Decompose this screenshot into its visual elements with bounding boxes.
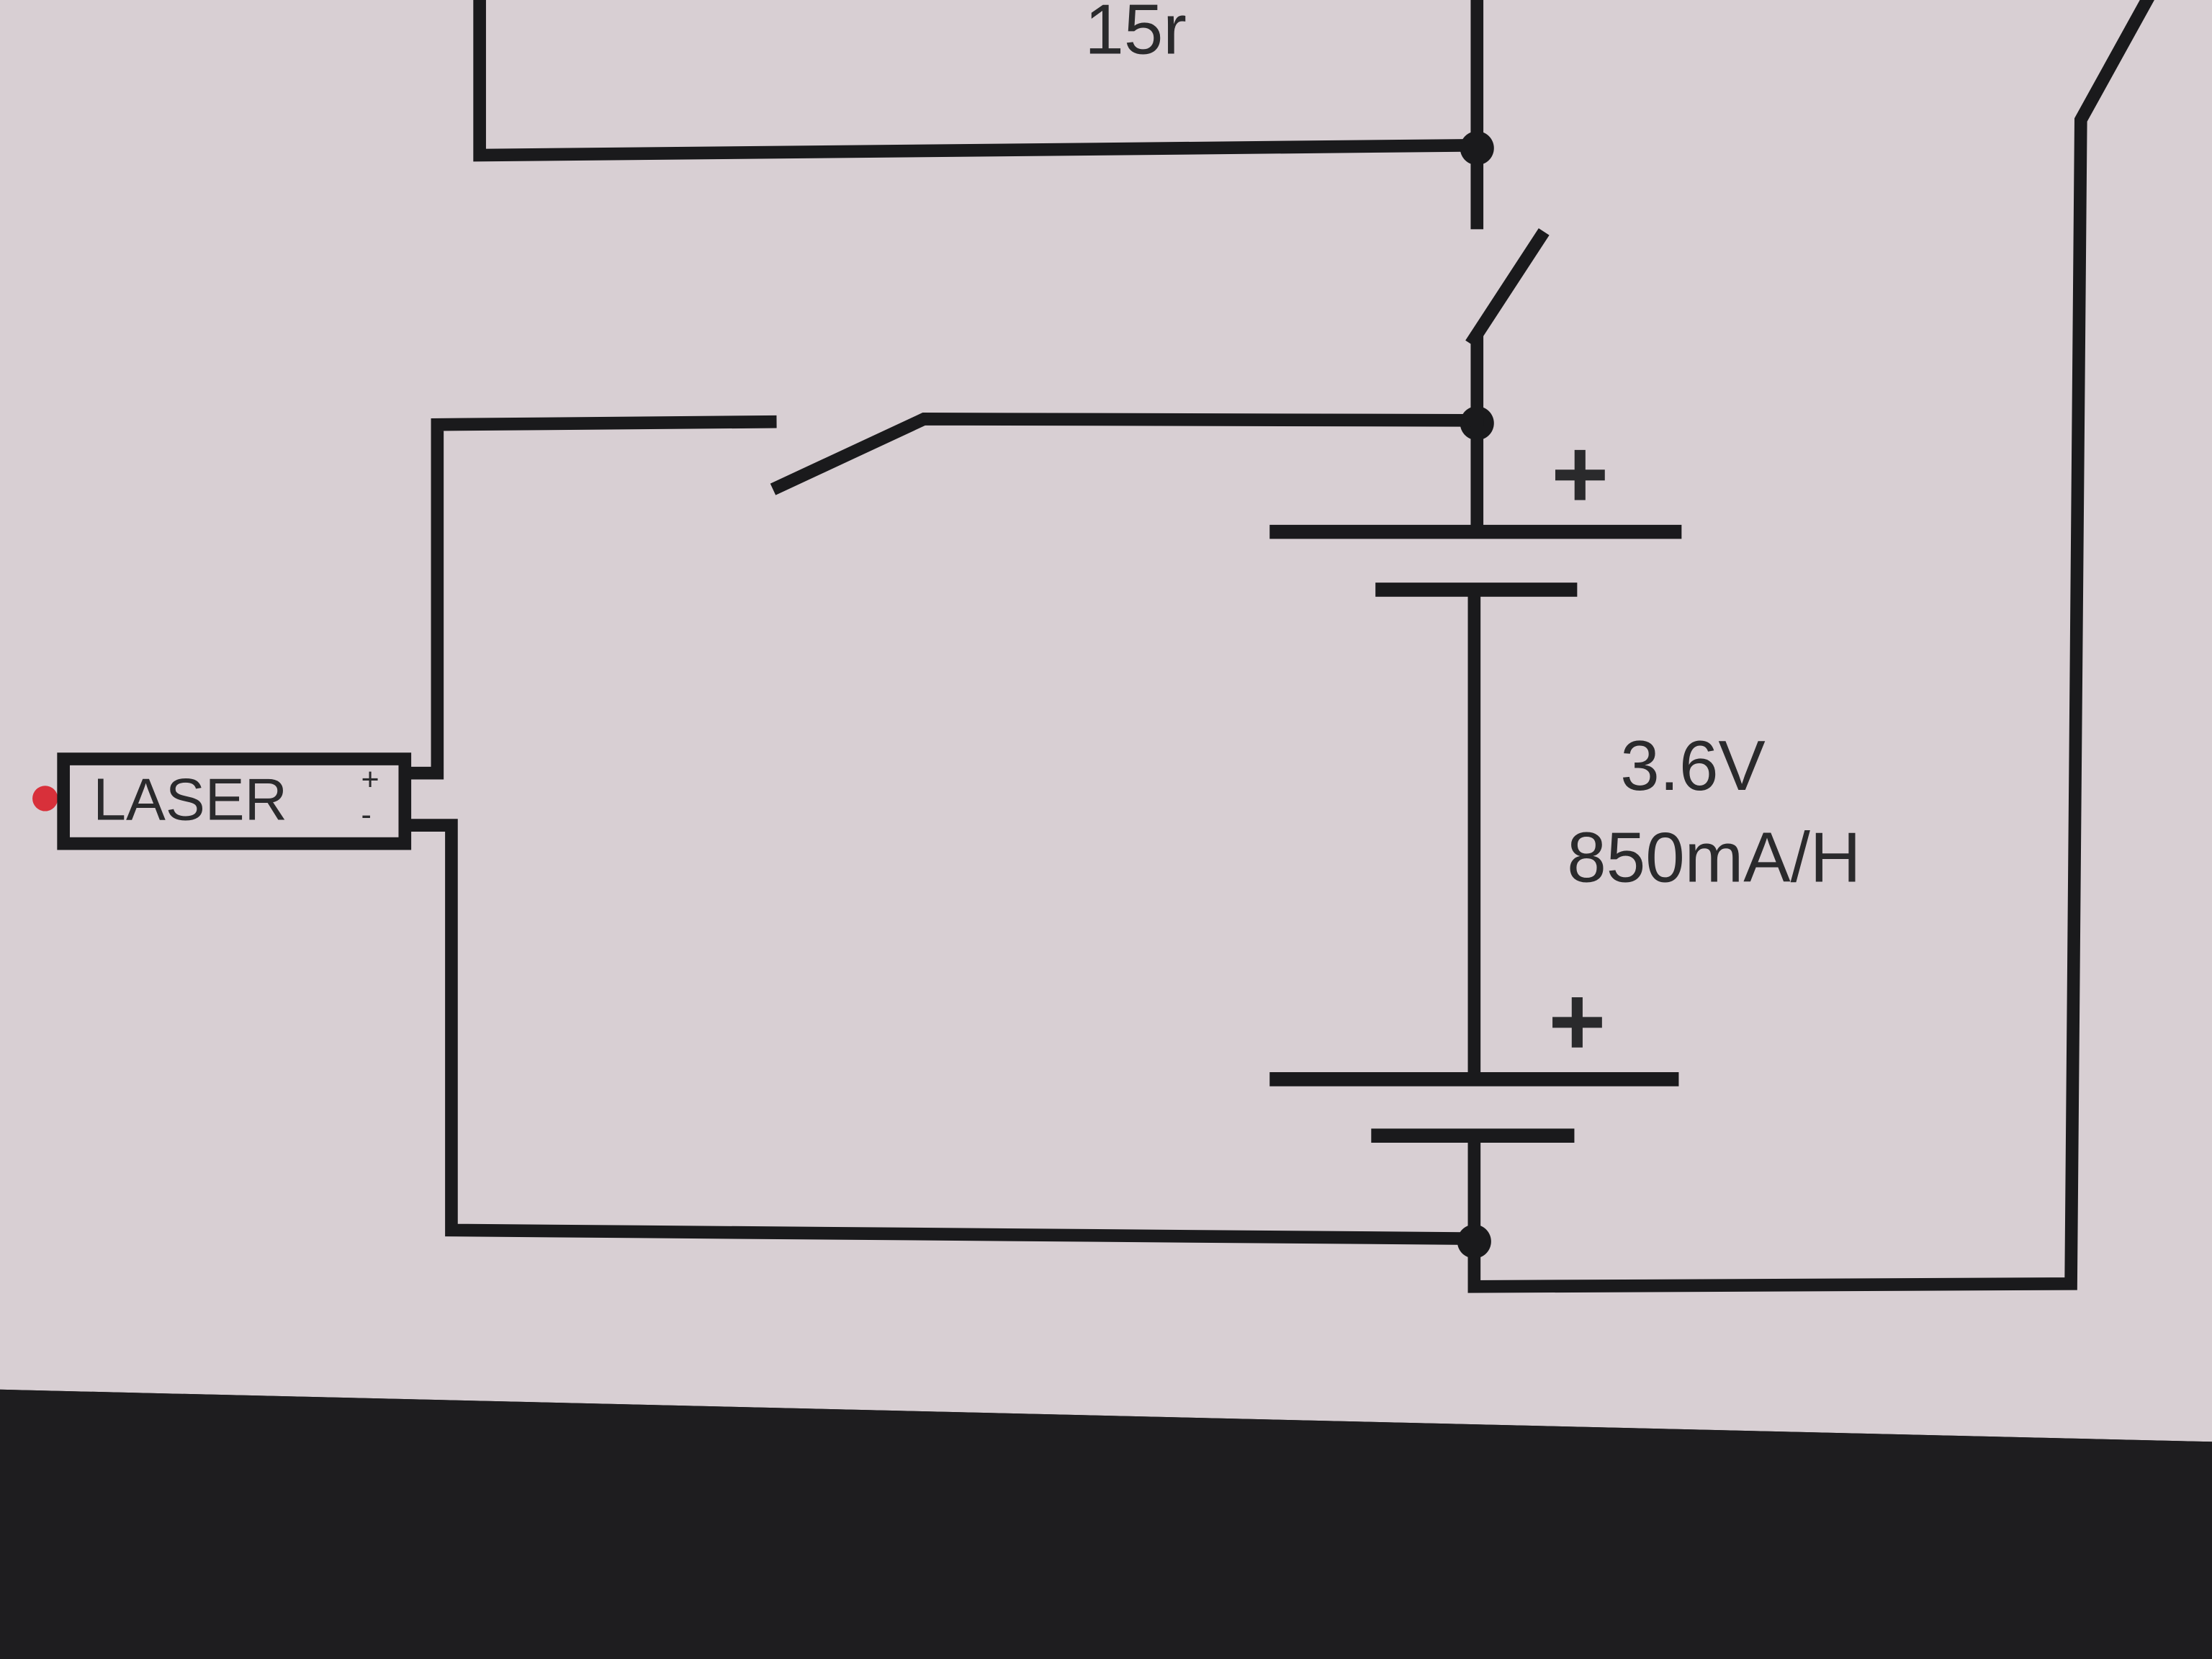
paper-sheet [0,0,2212,1442]
laser-plus: + [361,763,379,797]
laser-box [57,752,412,850]
battery-capacity: 850mA/H [1567,817,1861,896]
laser-positive-wire [403,415,777,780]
resistor-loop-wire [473,0,1484,162]
laser-minus: - [361,798,372,832]
battery-voltage: 3.6V [1620,726,1765,805]
battery-1-plus: + [1551,419,1609,529]
switch-1 [1465,228,1550,348]
resistor-label: 15r [1084,0,1187,68]
dark-background [0,1389,2212,1659]
junction-dot [1457,1224,1491,1259]
laser-negative-wire [403,819,1481,1246]
laser-label: LASER [93,767,287,832]
switch-2 [770,413,1484,495]
battery-2-plus: + [1548,966,1606,1076]
laser-emitter-dot [32,786,58,811]
